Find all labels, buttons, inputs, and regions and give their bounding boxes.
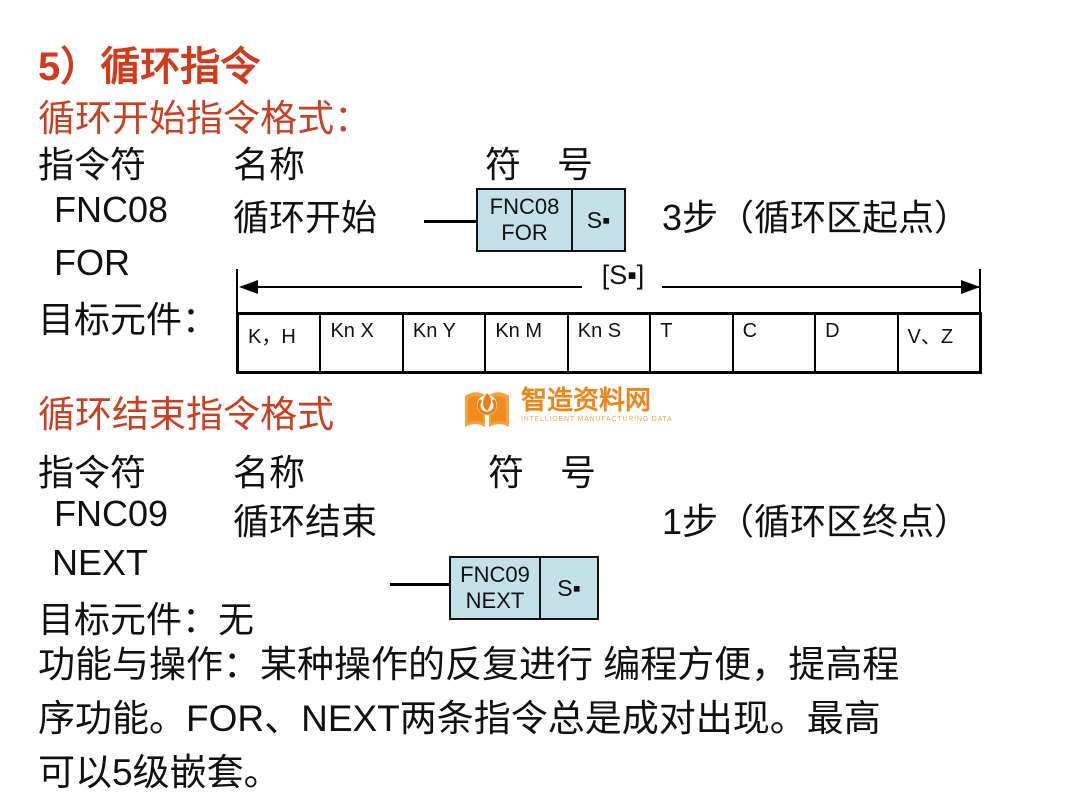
dimension-line-left: [241, 286, 582, 288]
operand-span-label: [S▪]: [601, 260, 645, 290]
mnemonic-name-next: NEXT: [52, 542, 149, 583]
symbol-box-fnc09-line1: FNC09: [460, 562, 530, 587]
symbol-box-fnc08-code: FNC08 FOR: [478, 190, 573, 250]
operand-cell: Kn X: [319, 315, 401, 371]
dimension-extension-right: [979, 269, 981, 313]
symbol-box-fnc09-line2: NEXT: [465, 588, 525, 613]
operand-cell: Kn Y: [401, 315, 484, 371]
operand-cell: Kn M: [484, 315, 566, 371]
operand-cell: D: [814, 315, 896, 371]
target-label-end: 目标元件：无: [38, 600, 255, 640]
operand-cell: Kn S: [566, 315, 649, 371]
dimension-extension-left: [236, 269, 238, 313]
symbol-box-fnc09: FNC09 NEXT S▪: [449, 556, 599, 620]
section-end-heading: 循环结束指令格式: [38, 395, 334, 436]
symbol-box-fnc08-operand: S▪: [586, 206, 611, 233]
steps-note-end: 1步（循环区终点）: [662, 501, 971, 542]
operand-cell: T: [649, 315, 731, 371]
symbol-box-fnc08-line1: FNC08: [489, 194, 560, 219]
instruction-name-end: 循环结束: [233, 502, 378, 542]
description-line: 可以5级嵌套。: [38, 752, 281, 793]
mnemonic-code-fnc09: FNC09: [54, 493, 169, 534]
page-title: 5）循环指令: [38, 45, 261, 89]
logo-text: 智造资料网 INTELLIGENT MANUFACTURING DATA: [521, 386, 673, 423]
column-header-mnemonic: 指令符: [38, 145, 147, 185]
logo-name: 智造资料网: [521, 385, 652, 415]
operand-table: K，H Kn X Kn Y Kn M Kn S T C D V、Z: [236, 312, 982, 374]
symbol-box-fnc09-code: FNC09 NEXT: [451, 558, 541, 618]
steps-note-start: 3步（循环区起点）: [662, 197, 971, 238]
instruction-name-start: 循环开始: [233, 198, 378, 238]
column-header-name-2: 名称: [233, 453, 306, 493]
connector-line-fnc08: [424, 220, 476, 223]
dimension-line-right: [662, 286, 980, 288]
connector-line-fnc09: [390, 583, 449, 586]
logo-tagline: INTELLIGENT MANUFACTURING DATA: [521, 416, 673, 423]
operand-cell: K，H: [248, 326, 296, 348]
column-header-mnemonic-2: 指令符: [38, 453, 147, 493]
symbol-box-fnc08-line2: FOR: [501, 220, 548, 245]
description-line: 功能与操作：某种操作的反复进行 编程方便，提高程: [38, 644, 900, 685]
mnemonic-name-for: FOR: [54, 242, 130, 283]
column-header-symbol-2: 符 号: [488, 453, 597, 493]
operand-cell: V、Z: [896, 315, 979, 371]
symbol-box-fnc08: FNC08 FOR S▪: [476, 188, 626, 252]
mnemonic-code-fnc08: FNC08: [54, 189, 169, 230]
operand-cell: C: [731, 315, 814, 371]
symbol-box-fnc09-operand: S▪: [557, 574, 581, 601]
watermark-logo: 智造资料网 INTELLIGENT MANUFACTURING DATA: [462, 386, 673, 432]
column-header-symbol: 符 号: [485, 145, 594, 185]
logo-icon: [465, 392, 509, 427]
target-label-start: 目标元件：: [38, 300, 219, 340]
section-start-heading: 循环开始指令格式：: [38, 99, 371, 140]
column-header-name: 名称: [233, 145, 306, 185]
description-line: 序功能。FOR、NEXT两条指令总是成对出现。最高: [38, 698, 881, 739]
